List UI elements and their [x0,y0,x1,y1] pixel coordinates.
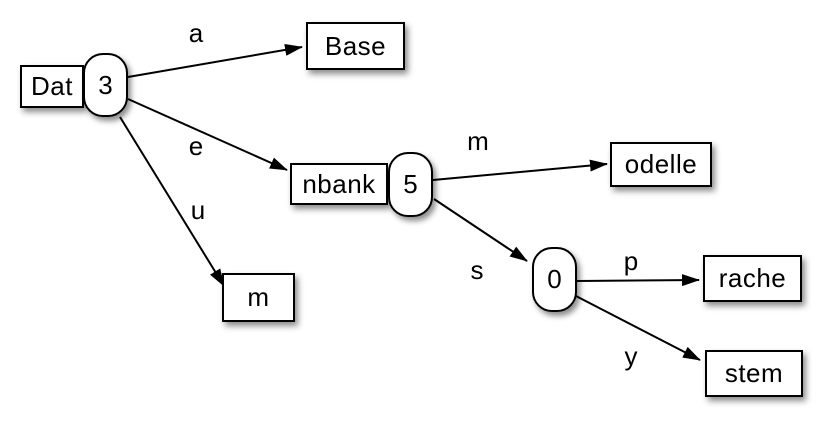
node-box-label: odelle [624,149,698,179]
node-capsule-label: 3 [98,69,113,100]
edge-label-s: s [470,255,484,285]
node-box-nbank: nbank [290,163,388,205]
edge-label-p: p [623,246,639,276]
node-box-rache: rache [703,255,802,302]
node-box-label: rache [718,263,787,293]
edge-label-a: a [188,18,204,48]
edge-s [433,198,528,262]
node-box-label: Base [324,30,387,61]
node-box-label: Dat [31,71,73,101]
edge-label-e: e [188,131,204,161]
edge-y [573,294,701,361]
node-box-dat: Dat [20,65,84,108]
node-box-m: m [222,273,295,322]
node-capsule-count-3: 3 [83,53,128,117]
node-capsule-count-0: 0 [532,247,577,312]
edge-label-m: m [467,126,489,156]
node-capsule-label: 0 [547,264,562,294]
node-box-label: m [247,282,270,312]
edge-label-y: y [624,341,638,371]
edge-p [576,274,700,287]
node-box-label: stem [724,358,784,388]
node-capsule-count-5: 5 [388,152,433,217]
edge-label-u: u [190,195,206,225]
edge-u [119,116,225,287]
edge-a [127,43,303,78]
node-box-base: Base [306,22,405,70]
edge-e [127,98,288,171]
edge-m [432,159,608,181]
node-capsule-label: 5 [403,169,418,199]
node-box-label: nbank [302,168,376,199]
node-box-odelle: odelle [610,142,712,187]
node-box-stem: stem [705,350,803,397]
